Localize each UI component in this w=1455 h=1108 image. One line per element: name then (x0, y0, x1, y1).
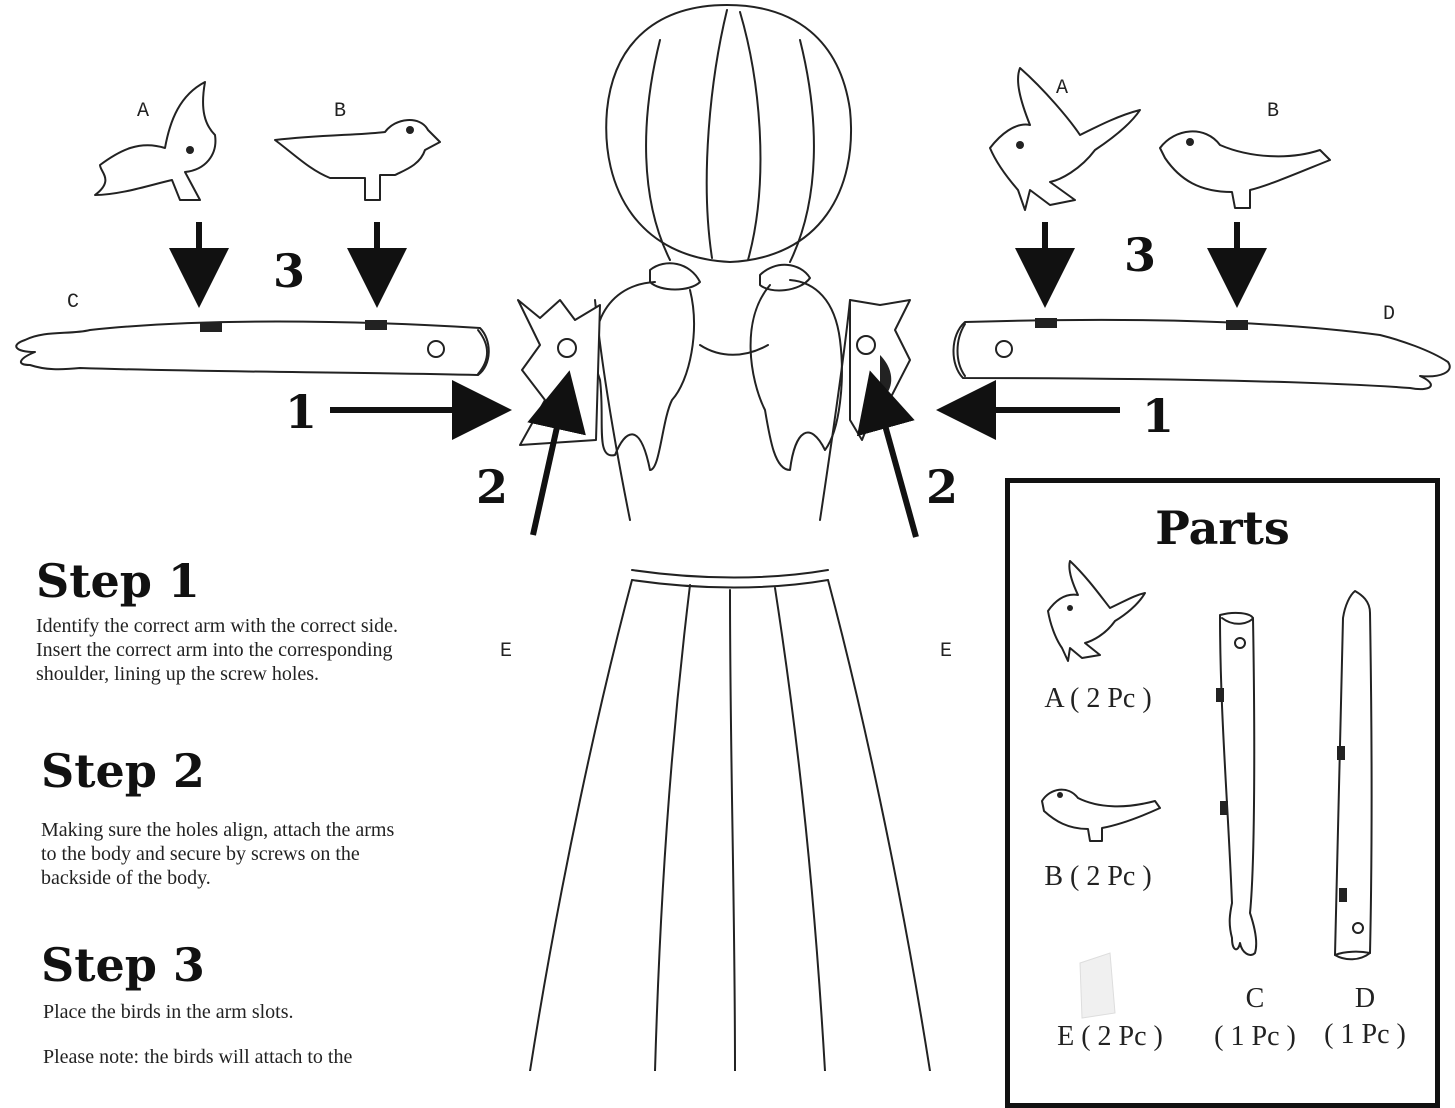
step-number-2-left: 2 (476, 460, 508, 514)
part-b-caption: B ( 2 Pc ) (1028, 861, 1168, 893)
step-number-2-right: 2 (926, 460, 958, 514)
part-e-caption: E ( 2 Pc ) (1040, 1021, 1180, 1053)
girl-figure (518, 5, 930, 1071)
arrow-2-right (873, 382, 916, 537)
step-2-text: Making sure the holes align, attach the … (41, 818, 401, 890)
step-3-note: Please note: the birds will attach to th… (43, 1045, 483, 1069)
part-c-letter: C (1200, 983, 1310, 1015)
parts-box: Parts A ( (1005, 478, 1440, 1108)
step-1-title: Step 1 (36, 558, 200, 604)
step-3-text: Place the birds in the arm slots. (43, 1000, 463, 1024)
arm-d-right (953, 318, 1449, 389)
part-e (1080, 953, 1115, 1018)
label-bird-b-left: B (334, 100, 346, 123)
label-shoulder-e-left: E (500, 640, 512, 663)
step-number-1-left: 1 (285, 385, 317, 439)
bird-b-left (275, 120, 440, 200)
step-1-text: Identify the correct arm with the correc… (36, 614, 436, 686)
part-d-letter: D (1310, 983, 1420, 1015)
bird-b-right (1160, 131, 1330, 208)
label-shoulder-e-right: E (940, 640, 952, 663)
arm-c-left (16, 320, 488, 375)
step-3-title: Step 3 (41, 942, 205, 988)
step-number-3-right: 3 (1124, 228, 1156, 282)
step-number-1-right: 1 (1142, 389, 1174, 443)
part-a-caption: A ( 2 Pc ) (1028, 683, 1168, 715)
part-c-qty: ( 1 Pc ) (1200, 1021, 1310, 1053)
bird-a-left (95, 82, 215, 200)
step-2-title: Step 2 (41, 748, 205, 794)
part-arm-d (1335, 591, 1372, 959)
part-arm-c (1216, 613, 1256, 955)
part-bird-a (1048, 561, 1145, 661)
label-bird-a-left: A (137, 100, 149, 123)
label-bird-b-right: B (1267, 100, 1279, 123)
step-number-3-left: 3 (273, 244, 305, 298)
part-bird-b (1042, 790, 1160, 841)
label-bird-a-right: A (1056, 77, 1068, 100)
label-arm-c: C (67, 291, 79, 314)
label-arm-d: D (1383, 303, 1395, 326)
part-d-qty: ( 1 Pc ) (1310, 1019, 1420, 1051)
